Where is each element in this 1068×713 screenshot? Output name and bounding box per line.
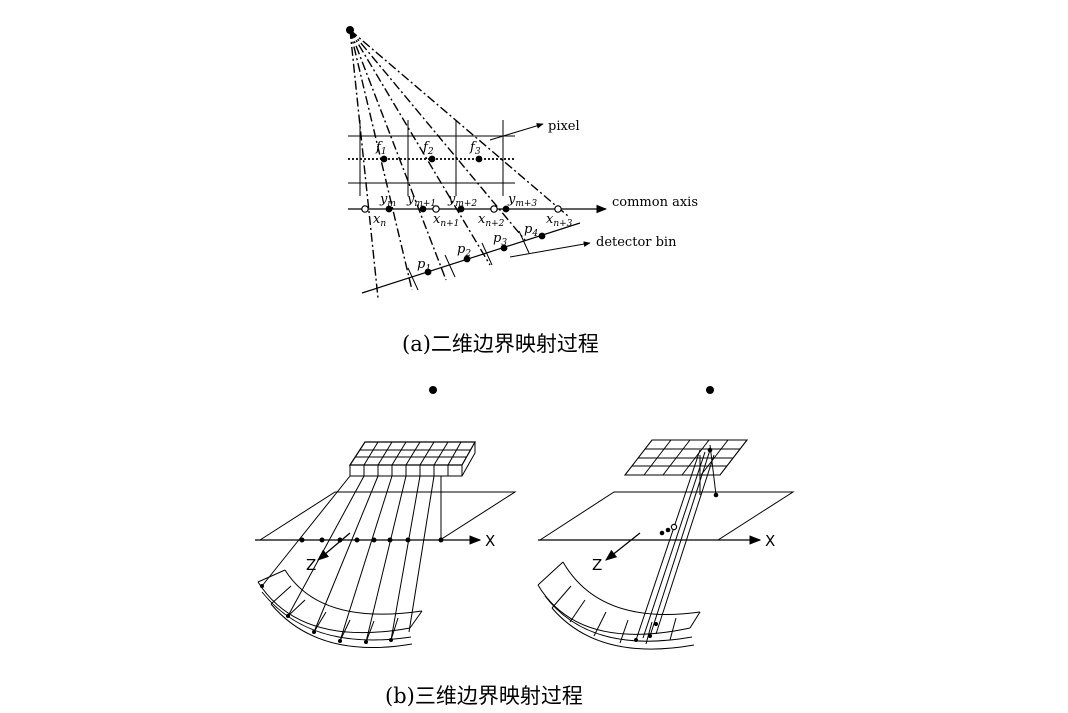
curved-detector-left bbox=[257, 569, 423, 649]
y-m2-point bbox=[457, 205, 465, 213]
pixel-center-f1 bbox=[380, 155, 388, 163]
detector-bin-p3 bbox=[500, 244, 508, 252]
axis-dots-right bbox=[659, 447, 719, 536]
label-y-m3: ym+3 bbox=[507, 192, 537, 209]
common-plane-right bbox=[538, 491, 795, 541]
projection-rays bbox=[349, 29, 569, 299]
detector-bin-p1 bbox=[424, 268, 432, 276]
label-p3: p3 bbox=[493, 231, 507, 248]
y-m-point bbox=[385, 205, 393, 213]
figure-a-2d-mapping: pixel common axis detector bin f1 f2 bbox=[346, 26, 698, 356]
label-p2: p2 bbox=[457, 242, 471, 259]
detector-dots-right bbox=[634, 622, 658, 642]
label-p4: p4 bbox=[524, 222, 538, 239]
label-x-n1: xn+1 bbox=[433, 212, 459, 229]
label-p1: p1 bbox=[417, 257, 431, 274]
figure-b-right-panel: X Z (b)三维边界映射过程 bbox=[385, 386, 795, 708]
z-axis-label-left: Z bbox=[306, 556, 316, 574]
detector-bin-p4 bbox=[538, 232, 546, 240]
label-y-m: ym bbox=[379, 192, 396, 209]
common-plane-left bbox=[258, 491, 517, 541]
x-axis-label-left: X bbox=[485, 532, 495, 550]
detector-bin-pointer bbox=[509, 241, 591, 258]
source-point-right bbox=[706, 386, 714, 394]
caption-b: (b)三维边界映射过程 bbox=[385, 684, 583, 708]
label-y-m2: ym+2 bbox=[447, 192, 477, 209]
pixel-label: pixel bbox=[548, 119, 580, 134]
label-f1: f1 bbox=[375, 140, 387, 157]
label-x-n2: xn+2 bbox=[478, 212, 505, 229]
pixel-pointer bbox=[489, 123, 544, 141]
label-x-n3: xn+3 bbox=[546, 212, 573, 229]
x-n2-point bbox=[490, 205, 498, 213]
pixel-center-f3 bbox=[475, 155, 483, 163]
label-x-n: xn bbox=[373, 212, 386, 229]
y-m1-point bbox=[419, 205, 427, 213]
pixel-center-f2 bbox=[428, 155, 436, 163]
label-y-m1: ym+1 bbox=[406, 192, 436, 209]
z-axis-label-right: Z bbox=[592, 556, 602, 574]
z-axis-left bbox=[317, 532, 351, 561]
x-axis-label-right: X bbox=[765, 532, 775, 550]
rays-right bbox=[635, 444, 717, 641]
label-f3: f3 bbox=[469, 140, 481, 157]
z-axis-right bbox=[605, 532, 641, 561]
detector-ticks bbox=[407, 230, 530, 291]
source-point-left bbox=[429, 386, 437, 394]
y-m3-point bbox=[502, 205, 510, 213]
figure-b-left-panel: X Z bbox=[255, 386, 517, 649]
rays-left bbox=[261, 475, 435, 643]
label-f2: f2 bbox=[422, 140, 434, 157]
curved-detector-right bbox=[537, 561, 701, 650]
x-n3-point bbox=[554, 205, 562, 213]
detector-bin-label: detector bin bbox=[596, 235, 677, 250]
common-axis-label: common axis bbox=[612, 195, 698, 210]
detector-dots-left bbox=[260, 584, 393, 644]
detector-bin-p2 bbox=[463, 255, 471, 263]
caption-a: (a)二维边界映射过程 bbox=[402, 332, 599, 356]
x-n1-point bbox=[432, 205, 440, 213]
x-n-point bbox=[361, 205, 369, 213]
